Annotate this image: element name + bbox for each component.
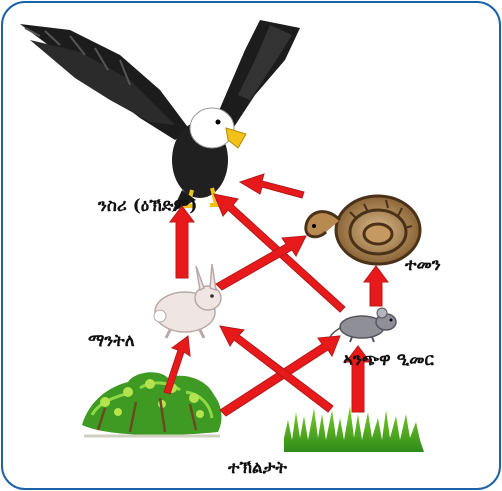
- arrow-mouse-snake: [364, 266, 388, 306]
- label-plants: ተኽልታት: [228, 458, 287, 478]
- label-rabbit: ማንትለ: [88, 331, 135, 351]
- label-mouse: ኣንጭዋ ዒመር: [343, 350, 434, 370]
- grass-icon: [284, 406, 424, 452]
- arrow-rabbit-eagle: [170, 206, 194, 278]
- label-eagle: ንስሪ (ዕኽድም): [98, 196, 197, 216]
- mouse-icon: [330, 308, 396, 344]
- arrow-snake-eagle: [240, 174, 304, 198]
- label-snake: ተመን: [405, 255, 441, 275]
- snake-icon: [306, 196, 420, 264]
- bush-icon: [82, 372, 221, 436]
